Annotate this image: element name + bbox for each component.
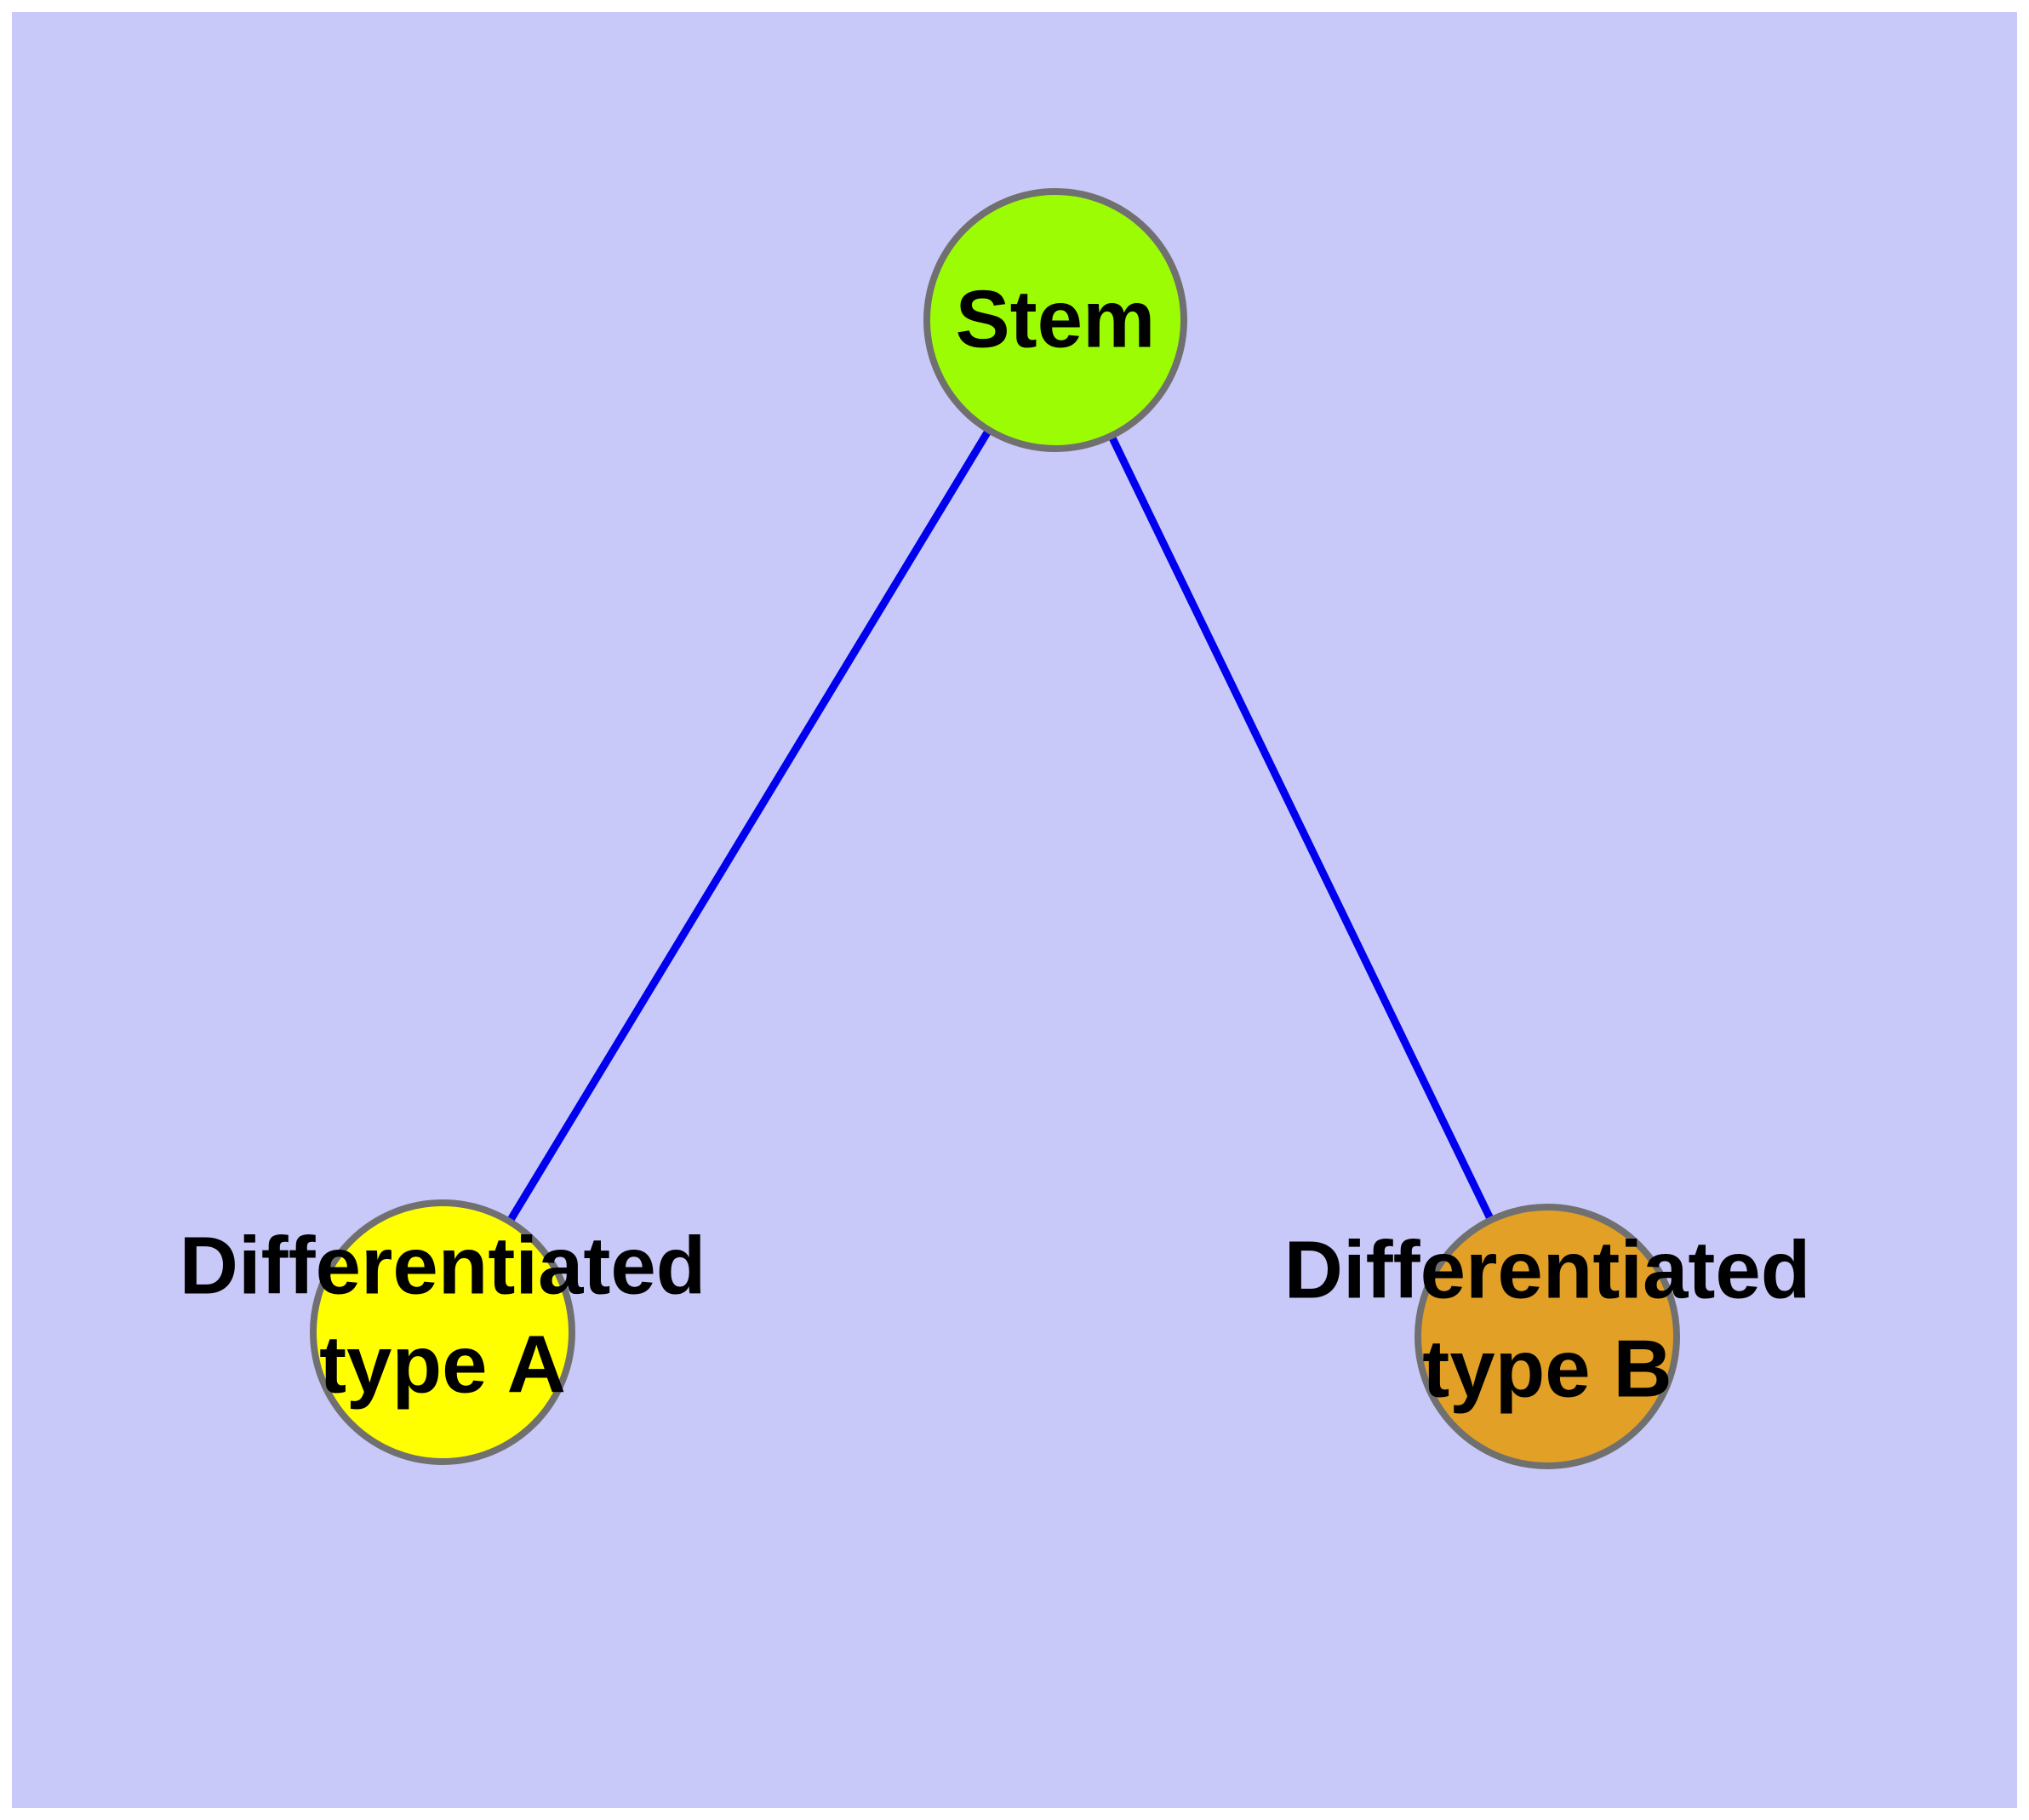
node-label-stem: Stem [956, 273, 1156, 364]
node-label-differentiated-type-a-line1: Differentiated [180, 1220, 706, 1311]
edge-stem-to-differentiated-type-a[interactable] [439, 318, 1059, 1335]
node-differentiated-type-b[interactable] [1415, 1204, 1680, 1469]
node-differentiated-type-a[interactable] [310, 1199, 575, 1465]
node-label-differentiated-type-b-line2: type B [1422, 1323, 1672, 1414]
node-stem[interactable] [923, 188, 1187, 452]
node-labels-group: Stem Differentiated type A Differentiate… [180, 273, 1811, 1414]
nodes-group [310, 188, 1680, 1469]
node-label-differentiated-type-a-line2: type A [319, 1319, 566, 1410]
node-label-differentiated-type-b-line1: Differentiated [1284, 1224, 1811, 1315]
edges-group [439, 318, 1552, 1338]
edge-stem-to-differentiated-type-b[interactable] [1051, 318, 1552, 1338]
